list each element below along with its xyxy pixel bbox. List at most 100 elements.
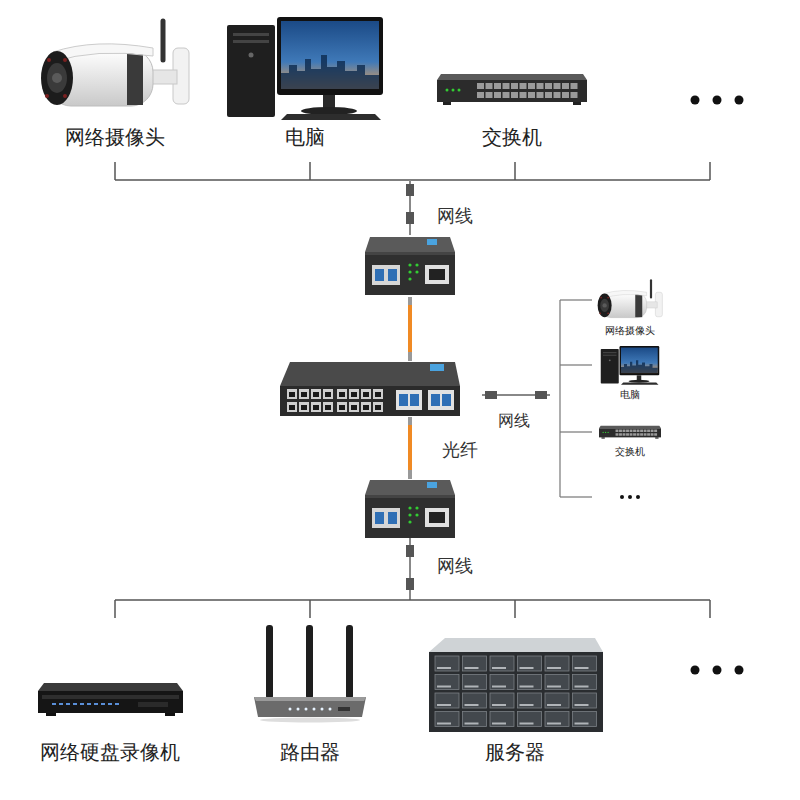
device-label: 网络摄像头 — [605, 325, 655, 337]
device-node: 路由器 — [250, 625, 370, 764]
fiber-switch-part-part — [337, 402, 347, 412]
computer-icon-part — [620, 346, 660, 375]
switch-icon-part — [571, 83, 578, 89]
switch-icon-part — [637, 433, 640, 435]
fiber-switch-part-part — [361, 402, 371, 412]
ellipsis-dots-part — [713, 666, 722, 675]
computer-icon-part — [621, 348, 658, 374]
top-cable-part — [406, 184, 414, 196]
device-node: 电脑 — [225, 15, 385, 149]
router-icon-part — [313, 708, 316, 711]
server-icon-part — [575, 667, 589, 669]
ellipsis-dots-part — [713, 96, 722, 105]
router-icon-part — [289, 708, 292, 711]
switch-icon-part — [623, 430, 626, 432]
fiber-top — [408, 297, 412, 361]
computer-icon-part — [621, 360, 658, 373]
server-icon-part — [547, 686, 561, 688]
router-icon-part — [321, 708, 324, 711]
nvr-icon-part — [38, 691, 183, 713]
bottom-cable-part — [406, 578, 414, 590]
switch-icon-part — [630, 433, 633, 435]
switch-icon-part — [494, 83, 501, 89]
nvr-icon-part — [52, 703, 56, 705]
fiber-switch-part — [289, 392, 381, 410]
switch-icon-part — [640, 433, 643, 435]
server-icon-part — [437, 686, 451, 688]
router-icon-part — [338, 707, 350, 711]
server-icon-part — [518, 656, 542, 671]
switch-icon-part — [511, 83, 518, 89]
ellipsis-dots — [620, 96, 744, 675]
server-icon-part — [547, 723, 561, 725]
nvr-icon-part — [94, 703, 98, 705]
fiber-switch-part-part — [375, 392, 381, 397]
device-node: 网络摄像头 — [35, 18, 195, 149]
right-cable-part — [485, 391, 497, 399]
right-bracket — [560, 300, 592, 497]
switch-icon-part — [545, 92, 552, 98]
switch-icon-part — [655, 437, 658, 438]
nvr-icon-part — [108, 703, 112, 705]
switch-icon-part — [437, 80, 587, 102]
right-bracket-part — [560, 364, 592, 365]
device-node: 服务器 — [425, 638, 605, 764]
switch-icon-part — [437, 74, 587, 80]
switch-icon — [437, 70, 587, 108]
right-cable-part — [535, 391, 547, 399]
computer-icon — [600, 345, 660, 385]
switch-icon-part — [619, 433, 622, 435]
server-icon-part — [465, 686, 479, 688]
fiber-switch-part-part — [287, 389, 297, 399]
camera-icon-part — [47, 58, 51, 62]
switch-icon-part — [647, 433, 650, 435]
switch-icon-part — [458, 89, 461, 92]
nvr-icon-part — [138, 702, 168, 707]
fiber-switch-part — [410, 394, 419, 406]
server-icon-part — [575, 723, 589, 725]
camera-icon-part — [600, 297, 602, 299]
switch-icon-part — [647, 430, 650, 432]
switch-icon-part — [607, 432, 608, 433]
fiber-switch-part-part — [311, 402, 321, 412]
switch-icon-part — [486, 83, 493, 89]
switch-icon-part — [654, 433, 657, 435]
cable-label: 网线 — [434, 555, 476, 577]
bottom-bus-part — [514, 600, 516, 618]
server-icon-part — [573, 675, 597, 690]
switch-icon-part — [545, 83, 552, 89]
right-bracket-part — [560, 299, 592, 300]
computer-icon-part — [233, 33, 269, 36]
device-node: 交换机 — [599, 424, 661, 458]
bottom-bus — [115, 600, 710, 618]
switch-icon-part — [528, 83, 535, 89]
fiber-switch-part-part — [375, 405, 381, 410]
right-cable — [482, 391, 550, 399]
fiber-switch-part-part — [289, 405, 295, 410]
fiber-switch-part-part — [323, 402, 333, 412]
computer-icon-part — [603, 355, 617, 356]
fiber-top-part — [408, 297, 412, 305]
computer-icon-part — [629, 380, 650, 383]
computer-icon-part — [301, 107, 357, 115]
bottom-bus-part — [115, 599, 710, 601]
switch-icon-part — [528, 92, 535, 98]
server-icon-part — [463, 656, 487, 671]
fiber-bottom-part — [408, 417, 412, 425]
top-bus-part — [309, 162, 311, 180]
switch-icon-part — [637, 430, 640, 432]
nvr-icon-part — [46, 713, 56, 716]
ellipsis-dots-part — [735, 96, 744, 105]
device-node: 网络硬盘录像机 — [36, 675, 184, 764]
camera-icon-part — [602, 303, 606, 307]
ellipsis-dots-part — [691, 96, 700, 105]
fiber-switch-part — [428, 390, 454, 410]
switch-icon-part — [626, 430, 629, 432]
fiber-switch-part-part — [351, 405, 357, 410]
switch-icon-part — [537, 83, 544, 89]
server-icon-part — [492, 723, 506, 725]
fiber-switch-part — [287, 389, 383, 412]
bottom-bus-part — [309, 600, 311, 618]
fiber-bottom-part — [408, 470, 412, 479]
top-bus-part — [709, 162, 711, 180]
